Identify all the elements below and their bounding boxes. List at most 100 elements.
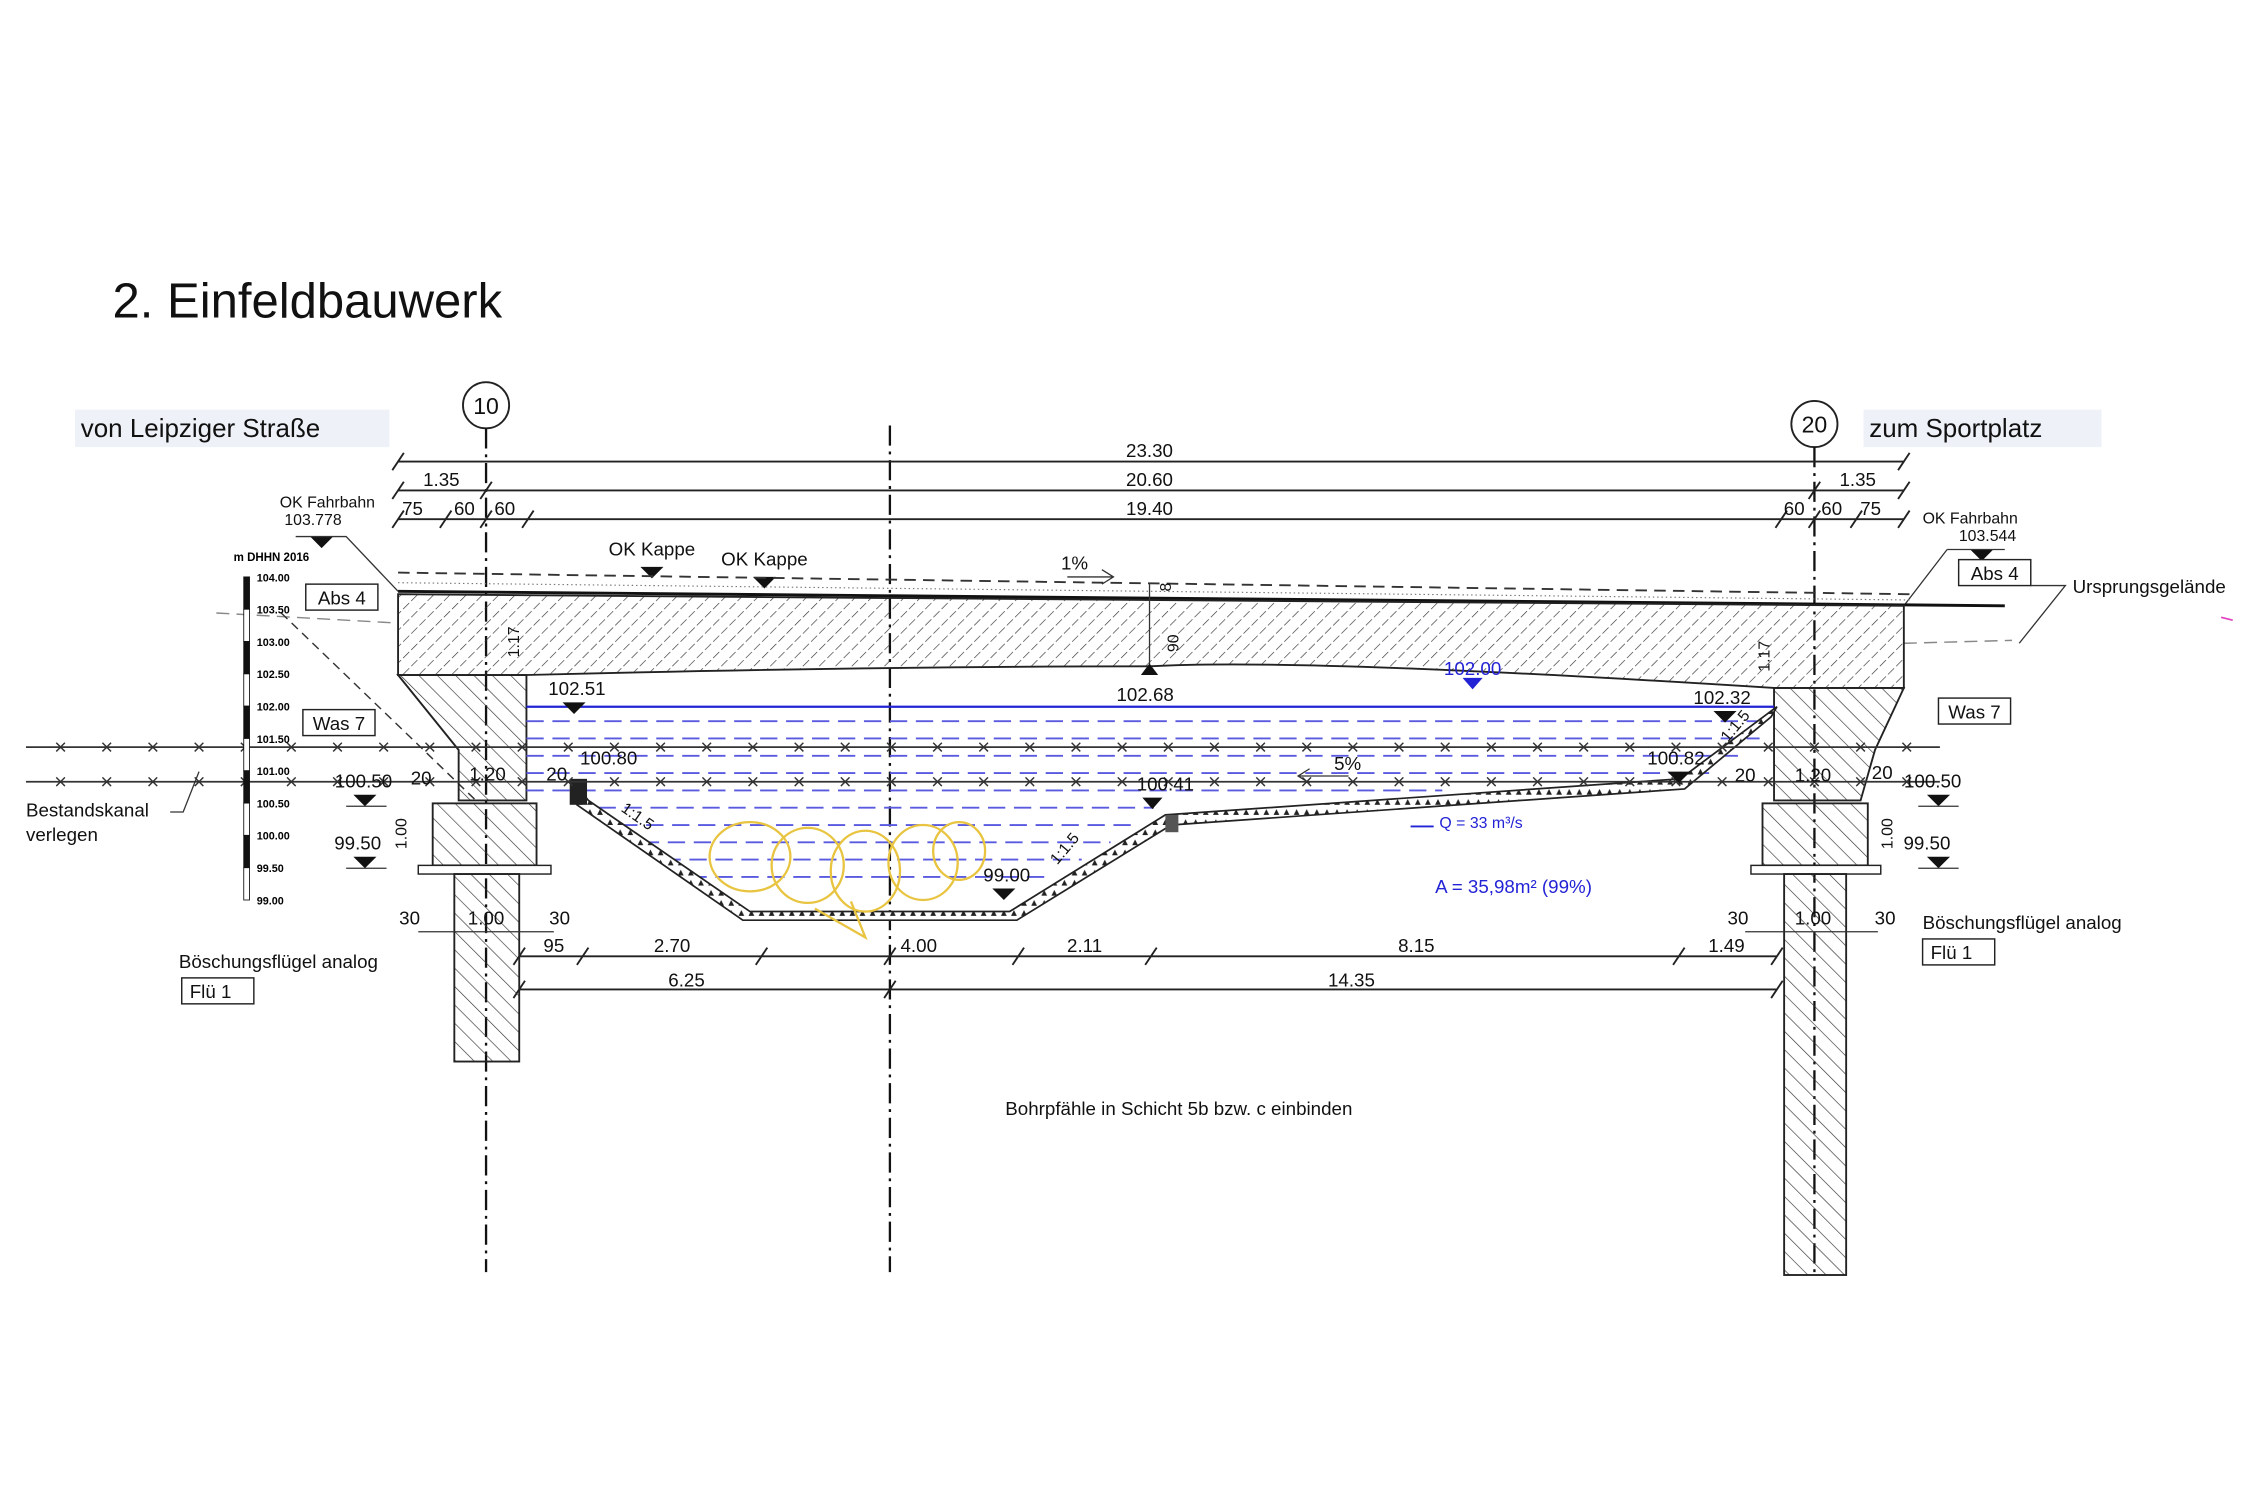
dim-l120: 1.20 (469, 763, 506, 784)
found-left-bot: 99.50 (334, 833, 381, 854)
existing-sewer-lines (25, 742, 1940, 787)
scale-tick-label: 103.50 (257, 605, 290, 617)
ursprungsgelaende-label: Ursprungsgelände (2073, 576, 2226, 597)
bestandskanal-label-1: Bestandskanal (26, 799, 149, 820)
right-abutment (1750, 687, 1906, 1276)
incline-mid: 1:1.5 (1047, 830, 1083, 868)
page-title: 2. Einfeldbauwerk (113, 274, 503, 328)
was-right-box: Was 7 (1948, 701, 2000, 722)
slope-arrow-icon (1296, 768, 1349, 784)
level-marker-icon (640, 566, 664, 579)
dim-r75: 75 (1860, 498, 1881, 519)
scale-segment (243, 802, 250, 836)
was-left-box: Was 7 (313, 713, 365, 734)
level-marker-icon (1970, 549, 1994, 562)
dim-l100: 1.00 (468, 908, 505, 929)
abs-left-box: Abs 4 (318, 587, 366, 608)
dim-r20b: 20 (1872, 762, 1893, 783)
ok-fahrbahn-right-value: 103.544 (1959, 528, 2017, 545)
dim-95: 95 (543, 935, 564, 956)
dim-l30a: 30 (399, 908, 420, 929)
dim-right-cap: 1.35 (1839, 469, 1875, 490)
scale-tick-label: 99.50 (257, 863, 284, 875)
level-scale: m DHHN 2016 104.00103.50103.00102.50102.… (234, 552, 310, 907)
scale-tick-label: 101.50 (257, 734, 290, 746)
scale-segment (243, 834, 250, 869)
wall-right: 1.17 (1757, 641, 1774, 672)
scale-segment (243, 608, 250, 642)
dim-r60a: 60 (1784, 498, 1805, 519)
scale-tick-label: 100.50 (257, 798, 290, 810)
ok-fahrbahn-right-label: OK Fahrbahn (1923, 511, 2018, 528)
level-marker-icon (752, 576, 776, 589)
deck-thickness: 90 (1165, 634, 1182, 652)
left-abutment (396, 674, 552, 1063)
direction-left: von Leipziger Straße (81, 413, 320, 443)
boeschung-left-label: Böschungsflügel analog (179, 951, 378, 972)
dim-l20b: 20 (546, 763, 567, 784)
scale-tick-label: 102.00 (257, 701, 290, 713)
soffit-right: 102.32 (1693, 687, 1750, 708)
dim-270: 2.70 (654, 935, 691, 956)
flu-left-box: Flü 1 (190, 981, 232, 1002)
slope-arrow-icon (1067, 569, 1115, 585)
dim-400: 4.00 (901, 935, 938, 956)
existing-culvert-outline (708, 820, 987, 941)
dim-r20a: 20 (1735, 765, 1756, 786)
deck-slope: 1% (1061, 553, 1088, 574)
flow-area-label: A = 35,98m² (99%) (1435, 876, 1592, 897)
dim-r30b: 30 (1875, 908, 1896, 929)
dim-r100: 1.00 (1795, 908, 1831, 929)
axis-10-label: 10 (473, 393, 499, 419)
dim-r120: 1.20 (1795, 765, 1831, 786)
dim-149: 1.49 (1708, 935, 1744, 956)
scale-segment (243, 738, 250, 772)
dim-1435: 14.35 (1328, 970, 1375, 991)
axis-20-label: 20 (1802, 412, 1828, 438)
bed-left: 100.80 (580, 747, 637, 768)
dim-815: 8.15 (1398, 935, 1435, 956)
flu-right-box: Flü 1 (1931, 942, 1973, 963)
bed-slope: 5% (1334, 753, 1361, 774)
scale-tick-label: 103.00 (257, 637, 290, 649)
dim-l20a: 20 (411, 768, 432, 789)
water-level: 102.00 (1444, 658, 1501, 679)
soffit-mid: 102.68 (1117, 684, 1174, 705)
soffit-left: 102.51 (548, 678, 605, 699)
scale-segment (243, 705, 250, 739)
bohrpfaehle-note: Bohrpfähle in Schicht 5b bzw. c einbinde… (1005, 1098, 1352, 1119)
scale-segment (243, 770, 250, 804)
boeschung-right-label: Böschungsflügel analog (1923, 912, 2122, 933)
direction-left-bg (75, 409, 390, 448)
scale-tick-label: 104.00 (257, 572, 290, 584)
bed-low: 99.00 (983, 864, 1030, 885)
scale-tick-label: 101.00 (257, 766, 290, 778)
discharge-label: Q = 33 m³/s (1439, 815, 1522, 832)
scale-segment (243, 576, 250, 610)
dim-clear: 19.40 (1126, 498, 1173, 519)
scale-segment (243, 641, 250, 675)
deck-thickness-top: 8 (1158, 582, 1175, 591)
direction-right-bg (1863, 409, 2102, 448)
bottom-dimensions: 95 2.70 4.00 2.11 8.15 1.49 6.25 14.35 (512, 935, 1784, 999)
dim-left-cap: 1.35 (423, 469, 460, 490)
level-marker-icon (310, 536, 334, 549)
scale-segment (243, 867, 250, 901)
abs-right-box: Abs 4 (1971, 563, 2019, 584)
scale-tick-label: 100.00 (257, 831, 290, 843)
dim-211: 2.11 (1067, 935, 1102, 956)
scale-title: m DHHN 2016 (234, 552, 310, 564)
dim-overall: 23.30 (1126, 440, 1173, 461)
footing-h-left: 1.00 (394, 818, 411, 849)
footing-h-right: 1.00 (1879, 818, 1896, 849)
ok-fahrbahn-left-value: 103.778 (284, 512, 342, 529)
ok-kappe-1: OK Kappe (609, 538, 696, 559)
dim-mid: 20.60 (1126, 469, 1173, 490)
direction-right: zum Sportplatz (1869, 413, 2042, 443)
water-body: 102.00 (526, 658, 1775, 878)
dim-625: 6.25 (668, 970, 705, 991)
scale-segment (243, 673, 250, 707)
scale-tick-label: 99.00 (257, 895, 284, 907)
dim-l60a: 60 (454, 498, 475, 519)
